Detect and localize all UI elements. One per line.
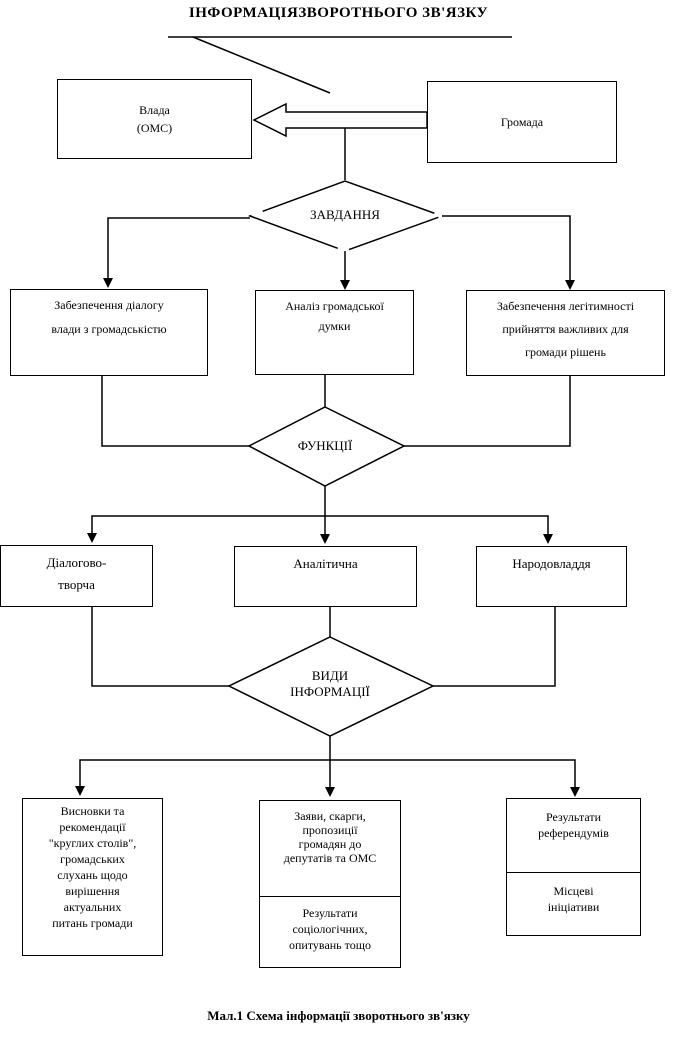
authority-box: Влада (ОМС) (57, 79, 252, 159)
info-complaints-line-2: пропозиції (302, 823, 358, 837)
function-dialogue-text: Діалогово- творча (1, 554, 152, 594)
info-types-diamond-label: ВИДИ ІНФОРМАЦІЇ (255, 668, 405, 700)
info-referendums-divider (507, 872, 640, 873)
info-complaints-line-4: депутатів та ОМС (283, 851, 377, 865)
task-analysis-text: Аналіз громадської думки (256, 297, 413, 335)
task-box-legitimacy: Забезпечення легітимності прийняття важл… (466, 290, 665, 376)
info-referendums-line-1: Результати (545, 810, 602, 824)
task-legitimacy-text: Забезпечення легітимності прийняття важл… (467, 297, 664, 361)
task-analysis-line-1: Аналіз громадської (285, 299, 384, 313)
task-analysis-line-2: думки (318, 319, 351, 333)
task-dialogue-line-2: влади з громадськістю (51, 322, 167, 336)
task-legitimacy-line-1: Забезпечення легітимності (496, 299, 635, 313)
info-surveys-line-1: Результати (302, 906, 358, 920)
info-surveys-cell: Результати соціологічних, опитувань тощо (260, 905, 400, 953)
info-complaints-line-3: громадян до (298, 837, 362, 851)
info-surveys-line-3: опитувань тощо (289, 938, 371, 952)
info-surveys-line-2: соціологічних, (292, 922, 368, 936)
function-box-democracy: Народовладдя (476, 546, 627, 607)
task-legitimacy-line-2: прийняття важливих для (502, 322, 629, 336)
authority-label-line-2: (ОМС) (136, 121, 173, 135)
task-box-dialogue: Забезпечення діалогу влади з громадськіс… (10, 289, 208, 376)
info-roundtables-line-2: рекомендації (59, 820, 126, 834)
function-democracy-label: Народовладдя (512, 556, 591, 571)
task-dialogue-line-1: Забезпечення діалогу (54, 298, 164, 312)
info-roundtables-line-6: вирішення (65, 884, 120, 898)
community-box: Громада (427, 81, 617, 163)
authority-label: Влада (ОМС) (58, 101, 251, 137)
functions-diamond-label: ФУНКЦІЇ (297, 438, 353, 453)
function-analytic-label: Аналітична (293, 556, 358, 571)
tasks-diamond-label: ЗАВДАННЯ (310, 207, 380, 222)
info-complaints-line-1: Заяви, скарги, (294, 809, 366, 823)
info-complaints-divider (260, 896, 400, 897)
authority-label-line-1: Влада (139, 103, 170, 117)
info-initiatives-line-2: ініціативи (547, 900, 600, 914)
info-box-roundtables: Висновки та рекомендації "круглих столів… (22, 798, 163, 956)
task-box-analysis: Аналіз громадської думки (255, 290, 414, 375)
info-box-referendums: Результати референдумів Місцеві ініціати… (506, 798, 641, 936)
info-roundtables-text: Висновки та рекомендації "круглих столів… (23, 803, 162, 931)
info-initiatives-cell: Місцеві ініціативи (507, 883, 640, 915)
info-roundtables-line-7: актуальних (63, 900, 122, 914)
info-box-complaints: Заяви, скарги, пропозиції громадян до де… (259, 800, 401, 968)
info-referendums-line-2: референдумів (538, 826, 609, 840)
info-types-label-line-1: ВИДИ (311, 668, 349, 683)
function-box-analytic: Аналітична (234, 546, 417, 607)
info-roundtables-line-5: слухань щодо (57, 868, 128, 882)
figure-caption: Мал.1 Схема інформації зворотнього зв'яз… (207, 1008, 470, 1023)
info-initiatives-line-1: Місцеві (553, 884, 594, 898)
function-dialogue-line-1: Діалогово- (46, 555, 107, 570)
info-complaints-cell: Заяви, скарги, пропозиції громадян до де… (260, 809, 400, 865)
info-referendums-cell: Результати референдумів (507, 809, 640, 841)
info-roundtables-line-3: "круглих столів", (48, 836, 137, 850)
task-dialogue-text: Забезпечення діалогу влади з громадськіс… (11, 296, 207, 338)
function-dialogue-line-2: творча (58, 577, 95, 592)
info-roundtables-line-1: Висновки та (60, 804, 125, 818)
info-roundtables-line-8: питань громади (52, 916, 133, 930)
task-legitimacy-line-3: громади рішень (525, 345, 606, 359)
function-box-dialogue: Діалогово- творча (0, 545, 153, 607)
info-types-label-line-2: ІНФОРМАЦІЇ (290, 684, 370, 699)
page-title: ІНФОРМАЦІЯЗВОРОТНЬОГО ЗВ'ЯЗКУ (188, 5, 489, 21)
info-roundtables-line-4: громадських (60, 852, 125, 866)
community-label: Громада (500, 115, 544, 129)
